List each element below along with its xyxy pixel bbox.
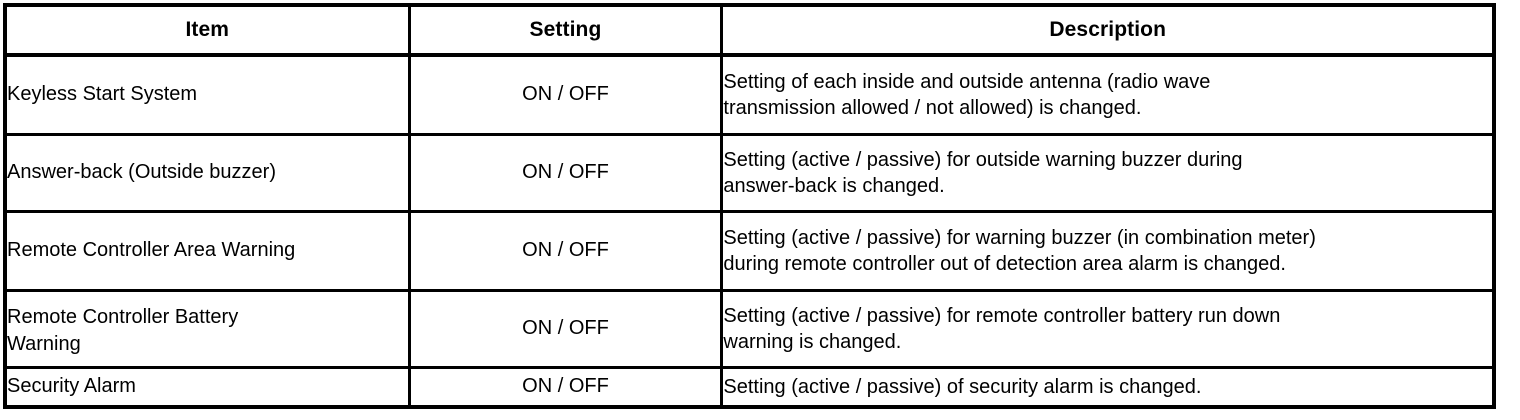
table-header-row: Item Setting Description	[5, 5, 1494, 57]
item-line: Answer-back (Outside buzzer)	[7, 161, 276, 183]
column-header-description: Description	[721, 5, 1494, 57]
cell-setting: ON / OFF	[409, 55, 724, 136]
table-row: Remote Controller Battery Warning ON / O…	[5, 290, 1494, 369]
cell-description: Setting (active / passive) for warning b…	[721, 211, 1494, 292]
settings-table: Item Setting Description Keyless Start S…	[3, 3, 1496, 409]
cell-item: Remote Controller Area Warning	[5, 211, 411, 292]
cell-item: Keyless Start System	[5, 55, 411, 136]
cell-item: Answer-back (Outside buzzer)	[5, 134, 411, 213]
description-line: Setting (active / passive) for remote co…	[723, 304, 1281, 327]
description-line: Setting (active / passive) for warning b…	[723, 226, 1316, 249]
table-body: Keyless Start System ON / OFF Setting of…	[5, 55, 1494, 407]
item-line: Security Alarm	[7, 375, 136, 398]
description-line: transmission allowed / not allowed) is c…	[723, 96, 1142, 119]
item-line: Keyless Start System	[7, 83, 198, 106]
cell-item: Security Alarm	[5, 367, 411, 407]
column-header-item: Item	[5, 5, 411, 57]
table-row: Security Alarm ON / OFF Setting (active …	[5, 367, 1494, 407]
table-header: Item Setting Description	[5, 5, 1494, 57]
table-row: Answer-back (Outside buzzer) ON / OFF Se…	[5, 134, 1494, 213]
cell-setting: ON / OFF	[409, 211, 724, 292]
cell-description: Setting (active / passive) for remote co…	[721, 290, 1494, 369]
column-header-setting: Setting	[409, 5, 724, 57]
description-line: during remote controller out of detectio…	[723, 252, 1286, 275]
cell-setting: ON / OFF	[409, 367, 724, 407]
cell-setting: ON / OFF	[409, 290, 724, 369]
cell-item: Remote Controller Battery Warning	[5, 290, 411, 369]
cell-setting: ON / OFF	[409, 134, 724, 213]
item-line: Remote Controller Battery	[7, 305, 239, 328]
table-row: Remote Controller Area Warning ON / OFF …	[5, 211, 1494, 292]
description-line: Setting of each inside and outside anten…	[723, 70, 1211, 93]
table-row: Keyless Start System ON / OFF Setting of…	[5, 55, 1494, 136]
item-line: Warning	[7, 332, 81, 355]
item-line: Remote Controller Area Warning	[7, 239, 296, 261]
cell-description: Setting (active / passive) of security a…	[721, 367, 1494, 407]
description-line: Setting (active / passive) for outside w…	[723, 148, 1243, 171]
description-line: Setting (active / passive) of security a…	[723, 375, 1202, 398]
description-line: answer-back is changed.	[723, 174, 945, 197]
cell-description: Setting of each inside and outside anten…	[721, 55, 1494, 136]
description-line: warning is changed.	[723, 330, 902, 353]
cell-description: Setting (active / passive) for outside w…	[721, 134, 1494, 213]
